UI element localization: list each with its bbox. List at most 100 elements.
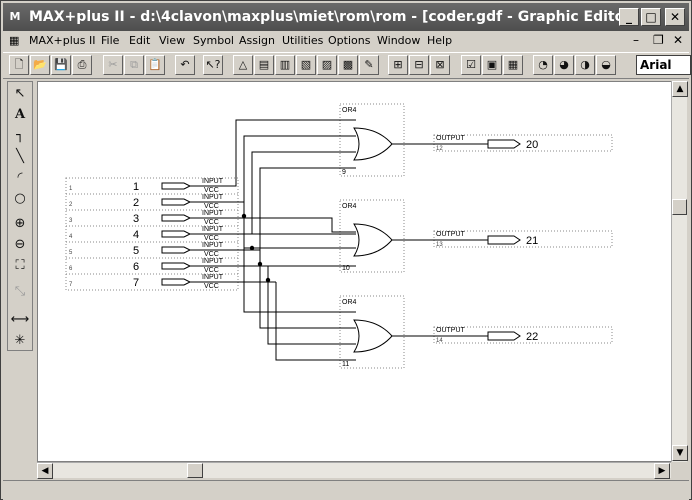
orthogonal-line-tool-icon[interactable]: ┐ [16, 128, 24, 143]
input-type-label: INPUT [202, 226, 224, 233]
vertical-scrollbar[interactable]: ▲ ▼ [671, 81, 688, 462]
print-icon[interactable]: ⎙ [72, 55, 92, 75]
input-supply-label: VCC [204, 251, 219, 258]
compiler-icon[interactable]: ⊟ [409, 55, 429, 75]
gate-boundary [339, 295, 405, 369]
doc-close-icon[interactable]: ✕ [673, 33, 684, 47]
gate-number: 9 [342, 169, 346, 176]
save-simulate-icon[interactable]: ▦ [503, 55, 523, 75]
copy-icon[interactable]: ⧉ [124, 55, 144, 75]
hierarchy-up-icon[interactable]: △ [233, 55, 253, 75]
menu-view[interactable]: View [159, 34, 186, 47]
find-node-icon[interactable]: ◔ [533, 55, 553, 75]
input-label: 5 [133, 245, 139, 257]
app-icon[interactable]: M [9, 10, 21, 23]
text-editor-icon[interactable]: ▧ [296, 55, 316, 75]
selection-tool-icon[interactable]: ↖ [14, 86, 26, 101]
maximize-button[interactable]: □ [641, 8, 661, 26]
menu-assign[interactable]: Assign [239, 34, 275, 47]
doc-restore-icon[interactable]: ❐ [653, 33, 664, 47]
diagonal-line-tool-icon[interactable]: ╲ [16, 149, 24, 164]
circle-tool-icon[interactable]: ○ [14, 191, 26, 206]
menu-utilities[interactable]: Utilities [282, 34, 324, 47]
or-gate-symbol [353, 127, 393, 161]
output-type-label: OUTPUT [436, 135, 466, 142]
zoom-out-icon[interactable]: ⊖ [14, 237, 26, 252]
output-symbol [487, 139, 521, 149]
scroll-left-icon[interactable]: ◀ [37, 463, 53, 479]
undo-icon[interactable]: ↶ [175, 55, 195, 75]
zoom-in-icon[interactable]: ⊕ [14, 216, 26, 231]
disconnect-line-icon[interactable]: ✳ [14, 333, 26, 348]
menu-options[interactable]: Options [328, 34, 371, 47]
waveform-editor-icon[interactable]: ▨ [317, 55, 337, 75]
programmer-icon[interactable]: ◒ [596, 55, 616, 75]
menu-edit[interactable]: Edit [129, 34, 151, 47]
project-icon[interactable]: ✎ [359, 55, 379, 75]
wire-junctions [241, 213, 271, 283]
rubberbanding-icon[interactable]: ⤡ [14, 284, 26, 299]
fit-window-icon[interactable]: ⛶ [15, 258, 25, 273]
input-type-label: INPUT [202, 242, 224, 249]
input-symbol [161, 262, 192, 270]
menu-symbol[interactable]: Symbol [193, 34, 234, 47]
context-help-icon[interactable]: ↖? [203, 55, 223, 75]
timing-analyzer-icon[interactable]: ◑ [575, 55, 595, 75]
menu-file[interactable]: File [101, 34, 120, 47]
input-type-label: INPUT [202, 194, 224, 201]
cut-icon[interactable]: ✂ [103, 55, 123, 75]
simulator-icon[interactable]: ⊠ [430, 55, 450, 75]
input-label: 6 [133, 261, 139, 273]
vertical-scroll-thumb[interactable] [672, 199, 687, 215]
input-symbol [161, 214, 192, 222]
menu-help[interactable]: Help [427, 34, 453, 47]
arc-tool-icon[interactable]: ◜ [17, 170, 23, 185]
horizontal-scrollbar[interactable]: ◀ ▶ [37, 462, 671, 479]
open-symbol-icon[interactable]: ▤ [254, 55, 274, 75]
scroll-down-icon[interactable]: ▼ [672, 445, 688, 461]
scroll-up-icon[interactable]: ▲ [672, 81, 688, 97]
text-tool-icon[interactable]: A [14, 107, 26, 122]
connect-line-icon[interactable]: ⟷ [10, 312, 30, 327]
wires [190, 119, 488, 361]
find-replace-icon[interactable]: ◕ [554, 55, 574, 75]
paste-icon[interactable]: 📋 [145, 55, 165, 75]
hierarchy-display-icon[interactable]: ⊞ [388, 55, 408, 75]
horizontal-scroll-thumb[interactable] [187, 463, 203, 478]
input-symbol [161, 182, 192, 190]
symbol-editor-icon[interactable]: ▥ [275, 55, 295, 75]
tool-palette: ↖ A ┐ ╲ ◜ ○ ⊕ ⊖ ⛶ ⤡ ⟷ ✳ [7, 81, 33, 351]
menu-maxplus[interactable]: MAX+plus II [29, 34, 96, 47]
open-folder-icon[interactable]: 📂 [30, 55, 50, 75]
title-bar[interactable]: M MAX+plus II - d:\4clavon\maxplus\miet\… [3, 3, 689, 31]
input-supply-label: VCC [204, 203, 219, 210]
save-icon[interactable]: 💾 [51, 55, 71, 75]
scroll-right-icon[interactable]: ▶ [654, 463, 670, 479]
minimize-button[interactable]: _ [619, 8, 639, 26]
menu-window[interactable]: Window [377, 34, 421, 47]
input-symbol [161, 198, 192, 206]
new-file-icon[interactable]: 🗋 [9, 55, 29, 75]
floorplan-editor-icon[interactable]: ▩ [338, 55, 358, 75]
save-compile-icon[interactable]: ▣ [482, 55, 502, 75]
font-select[interactable]: Arial [636, 55, 691, 75]
save-check-icon[interactable]: ☑ [461, 55, 481, 75]
document-system-icon[interactable]: ▦ [9, 34, 20, 47]
close-button[interactable]: ✕ [665, 8, 685, 26]
doc-minimize-icon[interactable]: – [633, 33, 639, 47]
